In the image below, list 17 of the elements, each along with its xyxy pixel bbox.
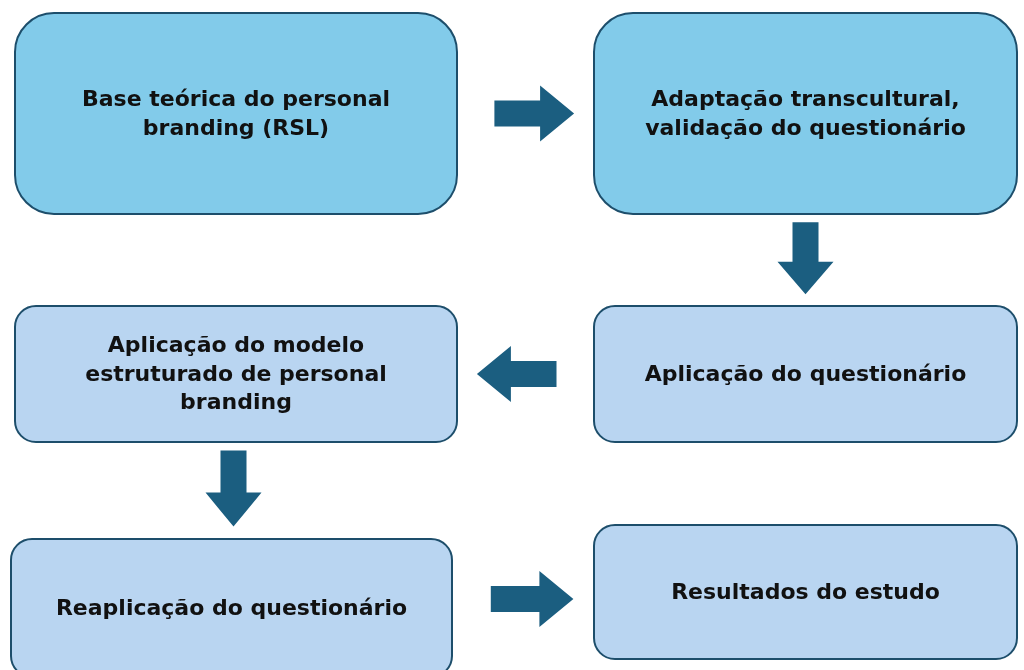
box-label: Reaplicação do questionário	[55, 593, 408, 622]
process-box	[14, 305, 458, 443]
block-arrow	[205, 450, 262, 527]
process-box	[10, 538, 453, 670]
box-label: Adaptação transcultural, validação do questionário	[644, 84, 967, 142]
box-label: Base teórica do personal branding (RSL)	[80, 84, 392, 142]
process-box	[14, 12, 458, 215]
box-label: Aplicação do questionário	[644, 359, 967, 388]
box-label: Aplicação do modelo estruturado de personal branding	[84, 331, 388, 417]
block-arrow	[490, 571, 574, 627]
process-box	[593, 12, 1018, 215]
box-label: Resultados do estudo	[671, 577, 940, 606]
process-box	[593, 305, 1018, 443]
block-arrow	[777, 222, 834, 295]
block-arrow	[476, 346, 557, 402]
process-box	[593, 524, 1018, 660]
block-arrow	[494, 85, 575, 142]
